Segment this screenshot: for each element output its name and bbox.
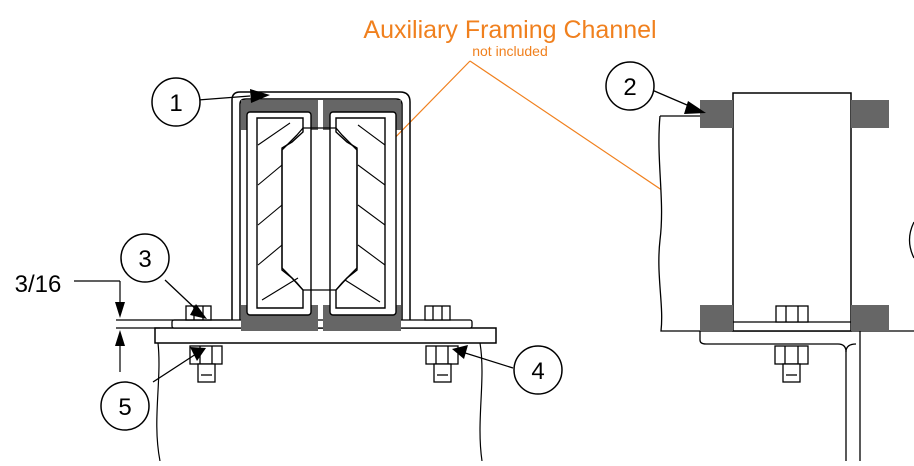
nut-right-bottom <box>426 346 458 382</box>
channel-left-half <box>247 112 311 315</box>
callout-3-label: 3 <box>138 246 151 273</box>
callout-1-label: 1 <box>169 90 182 117</box>
diagram-subtitle: not included <box>472 43 548 59</box>
dimension-label: 3/16 <box>15 271 62 298</box>
bolt-right-top <box>425 306 450 320</box>
diagram-title: Auxiliary Framing Channel <box>363 16 656 44</box>
right-pad-top-left <box>700 100 733 128</box>
right-edge-arc <box>910 222 914 258</box>
right-pad-bottom-left <box>700 305 733 331</box>
dimension-arrow-down <box>115 302 125 318</box>
nut-right-view <box>775 346 808 382</box>
dimension-arrow-up <box>115 330 125 346</box>
callout-3: 3 <box>121 234 169 282</box>
left-shim-plate <box>172 320 472 328</box>
callout-5-label: 5 <box>118 394 131 421</box>
callout-2-label: 2 <box>623 74 636 101</box>
right-center-post <box>733 93 851 331</box>
right-pad-top-right <box>851 100 889 128</box>
bolt-right-view <box>776 306 808 322</box>
right-pad-bottom-right <box>851 305 889 331</box>
callout-1: 1 <box>152 78 200 126</box>
callout-2: 2 <box>606 62 654 110</box>
callout-5: 5 <box>101 382 149 430</box>
callout-4: 4 <box>514 346 562 394</box>
callout-4-label: 4 <box>531 358 544 385</box>
